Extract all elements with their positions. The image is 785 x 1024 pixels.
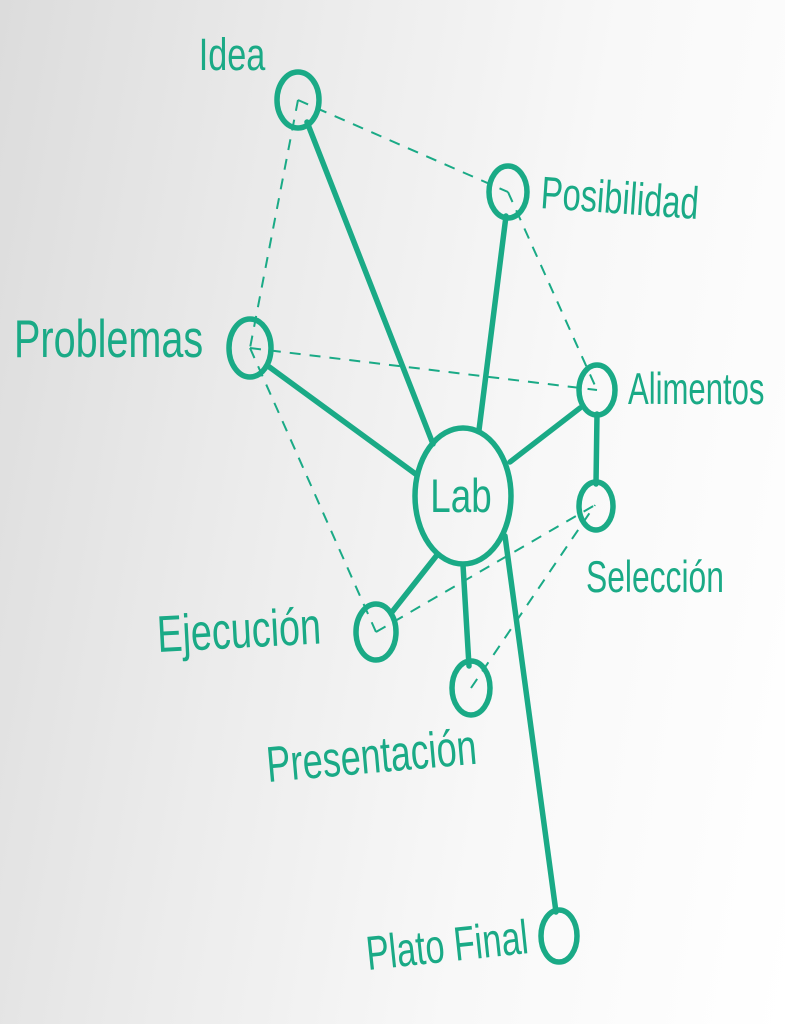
dashed-edges	[249, 99, 598, 689]
edge-lab-idea	[304, 119, 436, 447]
edge-lab-presentacion	[460, 562, 472, 669]
edge-presentacion-seleccion	[470, 504, 596, 689]
edge-lab-posibilidad	[476, 213, 509, 433]
edge-lab-problemas	[265, 363, 420, 478]
node-idea	[274, 69, 322, 131]
labels: Lab Idea Posibilidad Problemas Alimentos…	[14, 29, 764, 980]
label-seleccion: Selección	[586, 553, 724, 602]
edge-ejecucion-seleccion	[375, 504, 596, 633]
label-plato-final: Plato Final	[363, 910, 530, 981]
label-problemas: Problemas	[14, 309, 203, 368]
label-lab: Lab	[430, 470, 491, 522]
node-ejecucion	[353, 601, 399, 663]
node-presentacion	[449, 658, 493, 718]
edge-lab-ejecucion	[389, 552, 440, 615]
node-posibilidad	[486, 163, 530, 221]
solid-edges	[265, 119, 600, 915]
node-problemas	[226, 316, 274, 380]
label-posibilidad: Posibilidad	[539, 168, 700, 229]
edge-lab-plato-final	[502, 533, 559, 915]
edge-problemas-ejecucion	[249, 347, 377, 633]
label-alimentos: Alimentos	[628, 365, 764, 415]
edge-posibilidad-alimentos	[507, 191, 598, 391]
edge-idea-problemas	[249, 99, 299, 349]
label-idea: Idea	[199, 29, 266, 80]
nodes	[226, 69, 618, 965]
edge-problemas-alimentos	[249, 347, 598, 391]
node-lab	[412, 425, 514, 567]
node-plato-final	[538, 907, 580, 965]
label-ejecucion: Ejecución	[156, 597, 323, 664]
edge-lab-alimentos	[507, 405, 583, 465]
node-seleccion	[576, 479, 616, 533]
edge-alimentos-seleccion	[593, 411, 600, 487]
label-presentacion: Presentación	[264, 719, 479, 793]
node-alimentos	[576, 362, 618, 418]
